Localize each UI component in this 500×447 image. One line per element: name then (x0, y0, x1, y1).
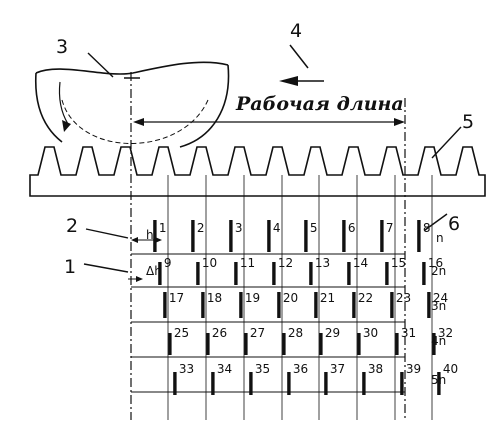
hob-cutter (34, 61, 230, 148)
cut-label-6: 6 (348, 221, 356, 235)
pass-label-2: 2n (431, 264, 446, 278)
working-length-label: Рабочая длина (235, 93, 404, 115)
cut-label-1: 1 (159, 221, 167, 235)
cut-label-30: 30 (363, 326, 378, 340)
cut-marks (153, 220, 441, 395)
gear-rack (29, 146, 486, 197)
tooth-lines (167, 175, 433, 420)
cut-label-23: 23 (396, 291, 411, 305)
cut-label-19: 19 (245, 291, 260, 305)
cut-label-10: 10 (202, 256, 217, 270)
cut-label-29: 29 (325, 326, 340, 340)
cut-label-36: 36 (293, 362, 308, 376)
cut-label-28: 28 (288, 326, 303, 340)
cut-label-24: 24 (433, 291, 448, 305)
callout-1-leader (83, 263, 129, 273)
feed-arrowhead (279, 76, 298, 86)
cut-label-37: 37 (330, 362, 345, 376)
pass-grid (131, 253, 405, 393)
cut-label-26: 26 (212, 326, 227, 340)
callout-2-leader (85, 228, 129, 239)
cut-label-18: 18 (207, 291, 222, 305)
cut-label-25: 25 (174, 326, 189, 340)
cut-label-2: 2 (197, 221, 205, 235)
cut-label-35: 35 (255, 362, 270, 376)
callout-6-label: 6 (448, 213, 460, 235)
cut-label-11: 11 (240, 256, 255, 270)
pass-label-3: 3n (431, 299, 446, 313)
pass-label-5: 5n (431, 373, 446, 387)
callout-3-leader (87, 52, 114, 78)
cut-label-22: 22 (358, 291, 373, 305)
cut-label-7: 7 (386, 221, 394, 235)
cut-label-13: 13 (315, 256, 330, 270)
cut-label-34: 34 (217, 362, 232, 376)
callout-2-label: 2 (66, 215, 78, 237)
cut-label-33: 33 (179, 362, 194, 376)
callout-3-label: 3 (56, 36, 68, 58)
cut-label-39: 39 (406, 362, 421, 376)
dh-dimension-label: Δh (146, 264, 162, 278)
callout-4-leader (289, 44, 309, 69)
cut-label-15: 15 (391, 256, 406, 270)
cut-label-40: 40 (443, 362, 458, 376)
cut-label-12: 12 (278, 256, 293, 270)
cut-label-31: 31 (401, 326, 416, 340)
cut-label-8: 8 (423, 221, 431, 235)
callout-4-label: 4 (290, 20, 302, 42)
cut-label-14: 14 (353, 256, 368, 270)
cut-label-4: 4 (273, 221, 281, 235)
cut-label-27: 27 (250, 326, 265, 340)
cut-label-16: 16 (428, 256, 443, 270)
callout-5-label: 5 (462, 111, 474, 133)
cut-label-20: 20 (283, 291, 298, 305)
cut-label-9: 9 (164, 256, 172, 270)
cut-label-21: 21 (320, 291, 335, 305)
cut-label-17: 17 (169, 291, 184, 305)
cut-label-3: 3 (235, 221, 243, 235)
callout-6-leader (424, 213, 448, 231)
cut-label-32: 32 (438, 326, 453, 340)
cut-label-38: 38 (368, 362, 383, 376)
callout-1-label: 1 (64, 256, 76, 278)
pass-label-1: n (436, 231, 444, 245)
cut-label-5: 5 (310, 221, 318, 235)
pass-label-4: 4n (431, 334, 446, 348)
h-dimension-label: h (146, 228, 154, 242)
callout-5-leader (431, 126, 462, 159)
